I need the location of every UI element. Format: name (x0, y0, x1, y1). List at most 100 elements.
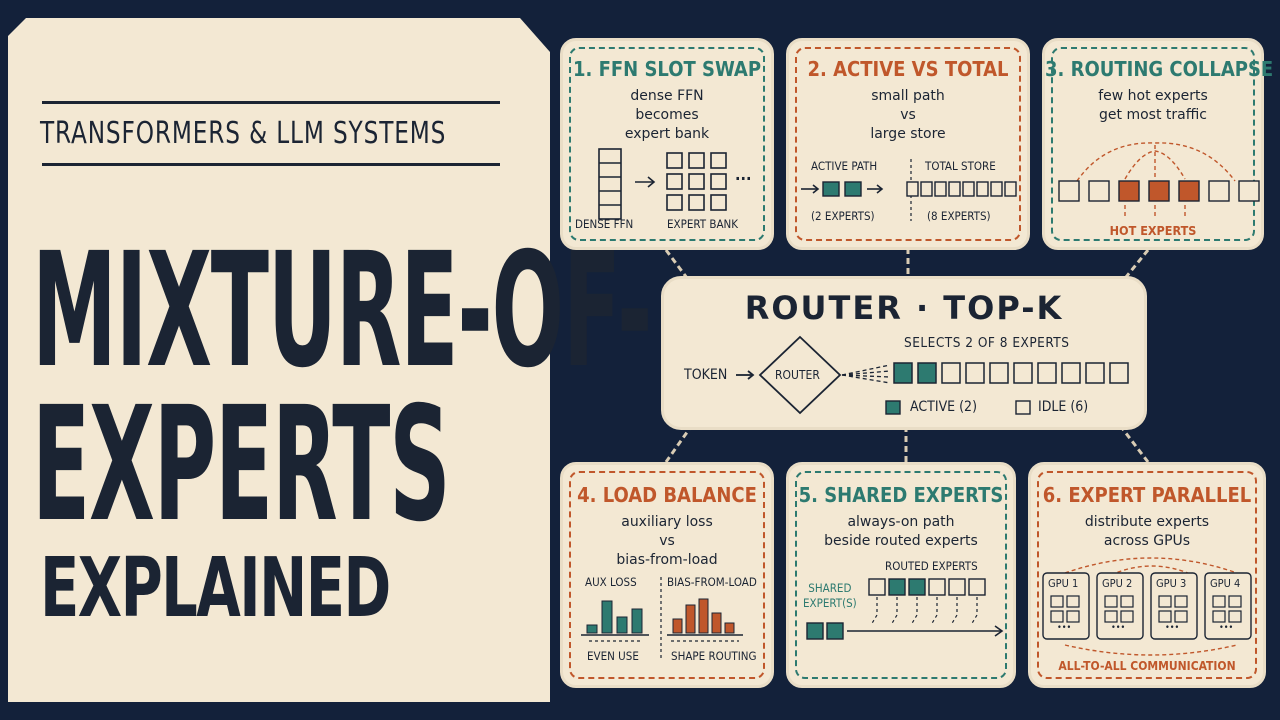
expert-cell (688, 173, 705, 190)
expert-cell (666, 194, 683, 211)
label-active-path: ACTIVE PATH (811, 159, 878, 173)
bias-bar (724, 622, 735, 634)
gpu-label: GPU 3 (1156, 577, 1187, 590)
aux-bar (586, 624, 598, 634)
aux-bar (631, 608, 643, 634)
store-cell (962, 181, 975, 197)
gpu-expert-cell (1120, 595, 1134, 608)
gpu-label: GPU 1 (1048, 577, 1079, 590)
gpu-ellipsis: ••• (1111, 623, 1126, 633)
bias-bar (698, 598, 709, 634)
expert-cell (666, 173, 683, 190)
active-total-diagram (801, 159, 1017, 221)
bias-bar (685, 604, 696, 634)
gpu-expert-cell (1212, 595, 1226, 608)
expert-cell (1238, 180, 1260, 202)
gpu-expert-cell (1212, 610, 1226, 623)
gpu-expert-cell (1158, 595, 1172, 608)
label-store-count: (8 EXPERTS) (927, 209, 991, 223)
expert-cell (666, 152, 683, 169)
label-all-to-all: ALL-TO-ALL COMMUNICATION (1058, 659, 1236, 673)
store-cell (920, 181, 933, 197)
store-cell (990, 181, 1003, 197)
idle-expert-cell (1013, 362, 1033, 384)
label-routed-experts: ROUTED EXPERTS (885, 559, 978, 573)
top-rule (42, 101, 500, 104)
expert-cell (688, 194, 705, 211)
expert-cell (710, 194, 727, 211)
routed-expert-cell (868, 578, 886, 596)
store-cell (976, 181, 989, 197)
router-diagram (736, 335, 1129, 415)
gpu-expert-cell (1050, 610, 1064, 623)
parallel-diagram (1042, 557, 1252, 656)
store-cell (934, 181, 947, 197)
router-card: ROUTER · TOP-K TOKEN ROUTER SELECTS 2 OF… (661, 276, 1147, 430)
routed-expert-cell (908, 578, 926, 596)
ffn-diagram (598, 148, 727, 220)
gpu-expert-cell (1228, 595, 1242, 608)
idle-expert-cell (1109, 362, 1129, 384)
label-even-use: EVEN USE (587, 649, 639, 663)
label-aux-loss: AUX LOSS (585, 575, 637, 589)
card-title: 5. SHARED EXPERTS (798, 483, 1004, 507)
store-cell (1004, 181, 1017, 197)
ellipsis: ··· (735, 169, 752, 188)
bias-bar (672, 618, 683, 634)
label-selects: SELECTS 2 OF 8 EXPERTS (904, 335, 1070, 351)
expert-cell (710, 173, 727, 190)
idle-expert-cell (1085, 362, 1105, 384)
main-title-line-1: MIXTURE-OF- (32, 219, 652, 403)
main-title-line-3: EXPLAINED (40, 541, 391, 636)
label-dense-ffn: DENSE FFN (575, 217, 634, 231)
router-title: ROUTER · TOP-K (744, 289, 1064, 327)
routed-expert-cell (928, 578, 946, 596)
card-title: 6. EXPERT PARALLEL (1042, 483, 1252, 507)
active-expert-cell (917, 362, 937, 384)
legend-idle: IDLE (6) (1038, 399, 1089, 415)
active-expert-cell (893, 362, 913, 384)
label-total-store: TOTAL STORE (925, 159, 996, 173)
routed-expert-cell (968, 578, 986, 596)
gpu-expert-cell (1174, 595, 1188, 608)
routed-expert-cell (888, 578, 906, 596)
gpu-label: GPU 2 (1102, 577, 1133, 590)
card-title: 3. ROUTING COLLAPSE (1045, 57, 1274, 81)
gpu-ellipsis: ••• (1165, 623, 1180, 633)
expert-cell (1208, 180, 1230, 202)
label-bias-from-load: BIAS-FROM-LOAD (667, 575, 757, 589)
aux-bar (601, 600, 613, 634)
expert-cell (1088, 180, 1110, 202)
gpu-expert-cell (1050, 595, 1064, 608)
card-title: 2. ACTIVE VS TOTAL (807, 57, 1009, 81)
bottom-rule (42, 163, 500, 166)
idle-expert-cell (989, 362, 1009, 384)
store-cell (906, 181, 919, 197)
store-cell (948, 181, 961, 197)
router-node: ROUTER (775, 368, 820, 382)
hot-expert-cell (1148, 180, 1170, 202)
collapse-diagram (1058, 142, 1260, 219)
gpu-expert-cell (1104, 610, 1118, 623)
label-token: TOKEN (684, 367, 728, 383)
aux-bar (616, 616, 628, 634)
label-active-count: (2 EXPERTS) (811, 209, 875, 223)
expert-cell (1058, 180, 1080, 202)
gpu-expert-cell (1066, 610, 1080, 623)
gpu-expert-cell (1120, 610, 1134, 623)
label-expert-bank: EXPERT BANK (667, 217, 739, 231)
gpu-ellipsis: ••• (1219, 623, 1234, 633)
card-title: 1. FFN SLOT SWAP (572, 57, 762, 81)
gpu-expert-cell (1104, 595, 1118, 608)
gpu-label: GPU 4 (1210, 577, 1241, 590)
label-hot-experts: HOT EXPERTS (1109, 223, 1197, 238)
card-title: 4. LOAD BALANCE (577, 483, 757, 507)
